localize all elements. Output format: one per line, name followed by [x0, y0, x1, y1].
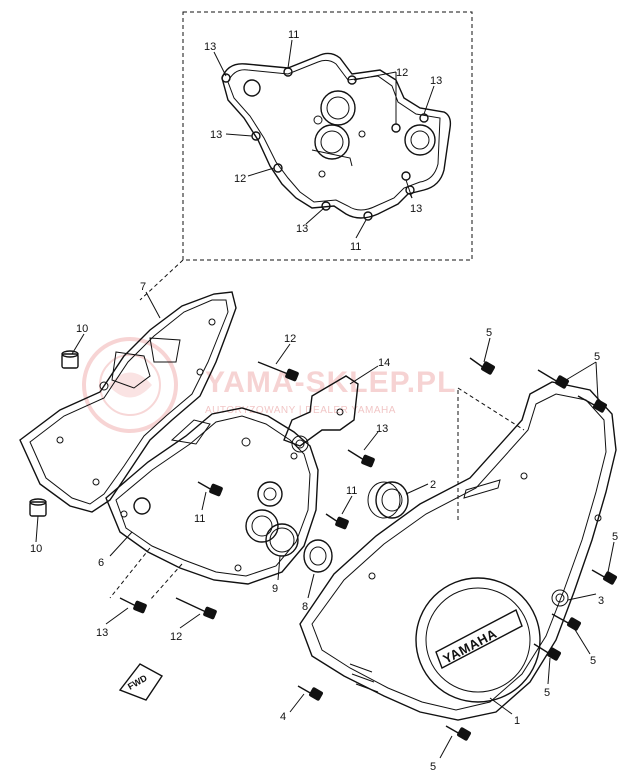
callout-screw-5-e: 5	[544, 687, 550, 699]
screw-5-bottom-center	[533, 643, 561, 661]
callout-seal-8: 8	[302, 601, 308, 613]
callout-bolt-11-b: 11	[346, 485, 357, 497]
callout-bracket-14: 14	[378, 357, 390, 369]
callout-inset-11-a: 11	[288, 29, 299, 41]
callout-inset-13-b: 13	[430, 75, 442, 87]
bolt-12-top	[257, 361, 299, 382]
watermark-subtitle: AUTORYZOWANY | DEALER YAMAHA	[205, 405, 396, 416]
fasteners	[119, 357, 617, 741]
callout-gasket-7: 7	[140, 281, 146, 293]
screw-5-top-right-b	[577, 395, 607, 413]
main-gasket	[19, 291, 237, 513]
callout-inset-12-a: 12	[396, 67, 408, 79]
callout-inset-13-a: 13	[204, 41, 216, 53]
screw-5-top-middle	[469, 357, 495, 375]
bolt-13-bracket	[347, 449, 375, 468]
callout-oring-9: 9	[272, 583, 278, 595]
callout-screw-5-b: 5	[594, 351, 600, 363]
callout-inset-13-c: 13	[210, 129, 222, 141]
bolt-11-left	[197, 481, 223, 497]
callout-bearing-2: 2	[430, 479, 436, 491]
callout-numbers: 13 11 12 13 13 12 13 13 11 7 10 10 12 14…	[30, 29, 618, 773]
oring-and-seal	[265, 523, 333, 573]
callout-bolt-12-a: 12	[284, 333, 296, 345]
callout-bolt-4: 4	[280, 711, 286, 723]
callout-plug-3: 3	[598, 595, 604, 607]
callout-bolt-12-b: 12	[170, 631, 182, 643]
dealer-watermark: YAMA-SKLEP.PL AUTORYZOWANY | DEALER YAMA…	[82, 337, 456, 433]
callout-bolt-11-a: 11	[194, 513, 205, 525]
callout-screw-5-d: 5	[590, 655, 596, 667]
callout-screw-5-a: 5	[486, 327, 492, 339]
fwd-label: FWD	[126, 673, 149, 692]
inset-frame	[139, 11, 473, 301]
callout-bolt-13-b: 13	[96, 627, 108, 639]
callout-screw-5-c: 5	[612, 531, 618, 543]
bolt-11-right	[325, 513, 349, 530]
screw-5-right-lower	[551, 613, 581, 631]
callout-screw-5-f: 5	[430, 761, 436, 773]
callout-inset-13-d: 13	[410, 203, 422, 215]
cover-logo: YAMAHA	[440, 626, 499, 667]
bolt-4	[297, 685, 323, 701]
callout-inset-13-e: 13	[296, 223, 308, 235]
callout-dowel-10-a: 10	[76, 323, 88, 335]
main-leaders	[35, 291, 615, 759]
callout-inset-11-b: 11	[350, 241, 361, 253]
fwd-arrow: FWD	[118, 663, 164, 701]
callout-bolt-13-a: 13	[376, 423, 388, 435]
callout-cover-6: 6	[98, 557, 104, 569]
inset-gasket	[221, 52, 452, 221]
crankcase-cover	[105, 407, 319, 601]
bolt-13-bottom	[119, 597, 147, 614]
inset-leaders	[213, 39, 435, 239]
callout-inset-12-b: 12	[234, 173, 246, 185]
watermark-brand: YAMA-SKLEP.PL	[205, 366, 456, 399]
callout-dowel-10-b: 10	[30, 543, 42, 555]
outer-cover: YAMAHA	[299, 381, 617, 721]
screw-5-top-right-a	[537, 369, 569, 389]
screw-5-bottom	[445, 725, 471, 741]
screw-5-right	[591, 569, 617, 585]
callout-cover-1: 1	[514, 715, 520, 727]
bearing-2	[367, 481, 409, 519]
dowel-pins	[29, 350, 79, 517]
bolt-12-bottom	[175, 597, 217, 620]
